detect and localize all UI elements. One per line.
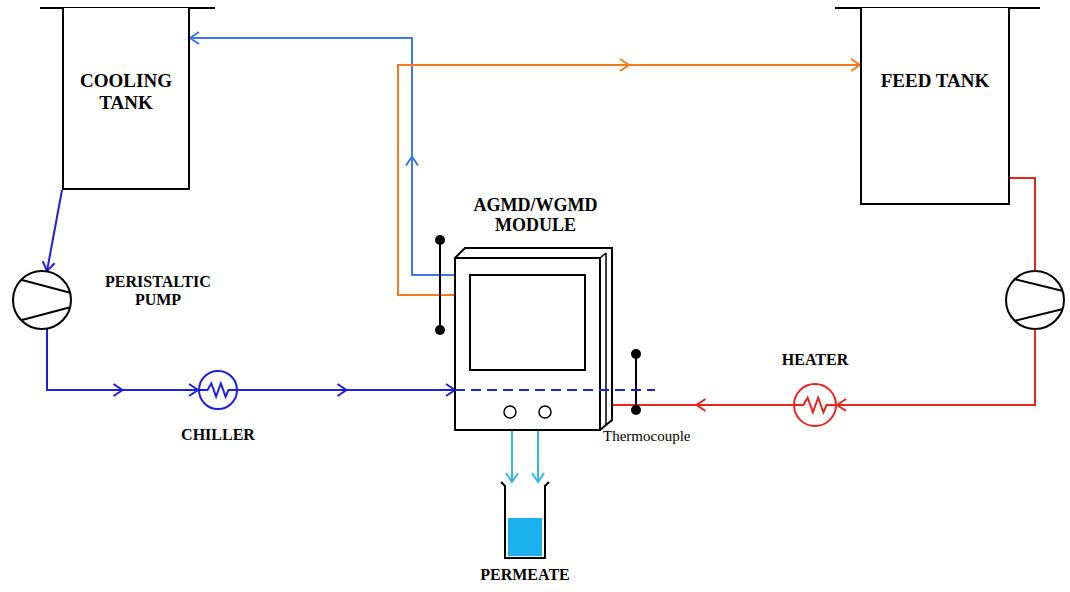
hx-node: CHILLER	[198, 370, 238, 410]
node-label: FEED TANK	[868, 70, 1002, 92]
node-label: CHILLER	[181, 426, 255, 444]
flow-line	[506, 430, 518, 482]
thermocouple-probe	[631, 349, 641, 415]
beaker-outline	[495, 472, 555, 568]
node-label: AGMD/WGMD MODULE	[451, 195, 621, 236]
hx-node: HEATER	[793, 383, 837, 427]
flow-line	[43, 190, 62, 271]
node-label: HEATER	[782, 351, 848, 369]
module-node: AGMD/WGMD MODULE	[455, 258, 600, 430]
beaker-node: PERMEATE	[505, 482, 545, 558]
node-label: COOLING TANK	[70, 70, 182, 114]
tank-node: FEED TANK	[860, 8, 1010, 205]
module-outline	[445, 248, 610, 440]
pump-node: PERISTALTIC PUMP	[13, 271, 71, 329]
flow-line	[532, 430, 544, 482]
hx-outline	[188, 360, 248, 420]
flow-line	[47, 329, 198, 396]
node-label: PERMEATE	[480, 566, 569, 584]
node-label: PERISTALTIC PUMP	[83, 273, 233, 310]
feed-pump	[1006, 271, 1064, 329]
pump-outline	[3, 261, 81, 339]
hx-outline	[783, 373, 847, 437]
flow-line	[238, 384, 455, 396]
flow-line	[600, 399, 793, 411]
thermocouple-probe	[435, 235, 445, 335]
flow-line	[190, 32, 455, 275]
sensor-label: Thermocouple	[603, 428, 690, 445]
tank-node: COOLING TANK	[62, 8, 190, 190]
